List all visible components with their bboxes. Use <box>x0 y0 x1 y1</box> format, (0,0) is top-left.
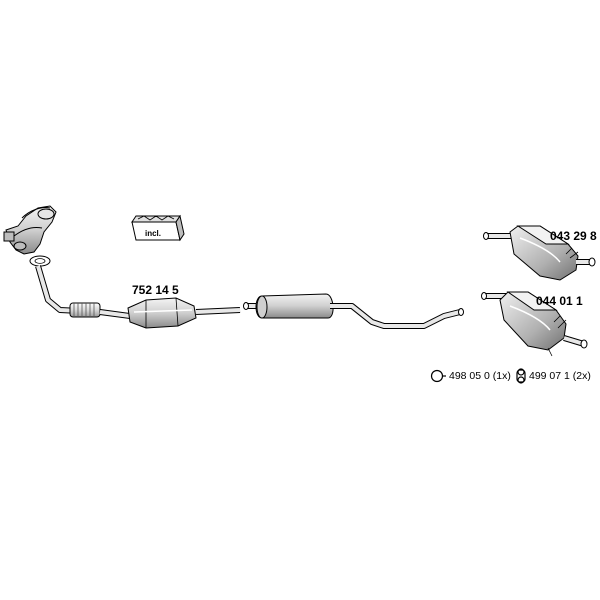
clamp-ring-icon <box>430 369 446 383</box>
front-pipe <box>35 265 131 319</box>
mounting-kit-box <box>131 214 185 242</box>
catalytic-converter <box>127 297 241 329</box>
accessory-clamp-number: 498 05 0 (1x) <box>449 370 511 382</box>
part-number-rear-silencer-a: 043 29 8 <box>550 229 597 243</box>
accessory-hanger-number: 499 07 1 (2x) <box>529 370 591 382</box>
rear-silencer-a <box>483 225 596 281</box>
rubber-hanger-icon <box>516 368 526 384</box>
middle-silencer <box>243 293 464 329</box>
exhaust-manifold <box>3 205 57 255</box>
part-number-rear-silencer-b: 044 01 1 <box>536 294 583 308</box>
flange-gasket <box>29 255 51 267</box>
included-kit-label: incl. <box>145 229 162 238</box>
part-number-catalytic-converter: 752 14 5 <box>132 283 179 297</box>
rear-silencer-b <box>481 291 588 357</box>
